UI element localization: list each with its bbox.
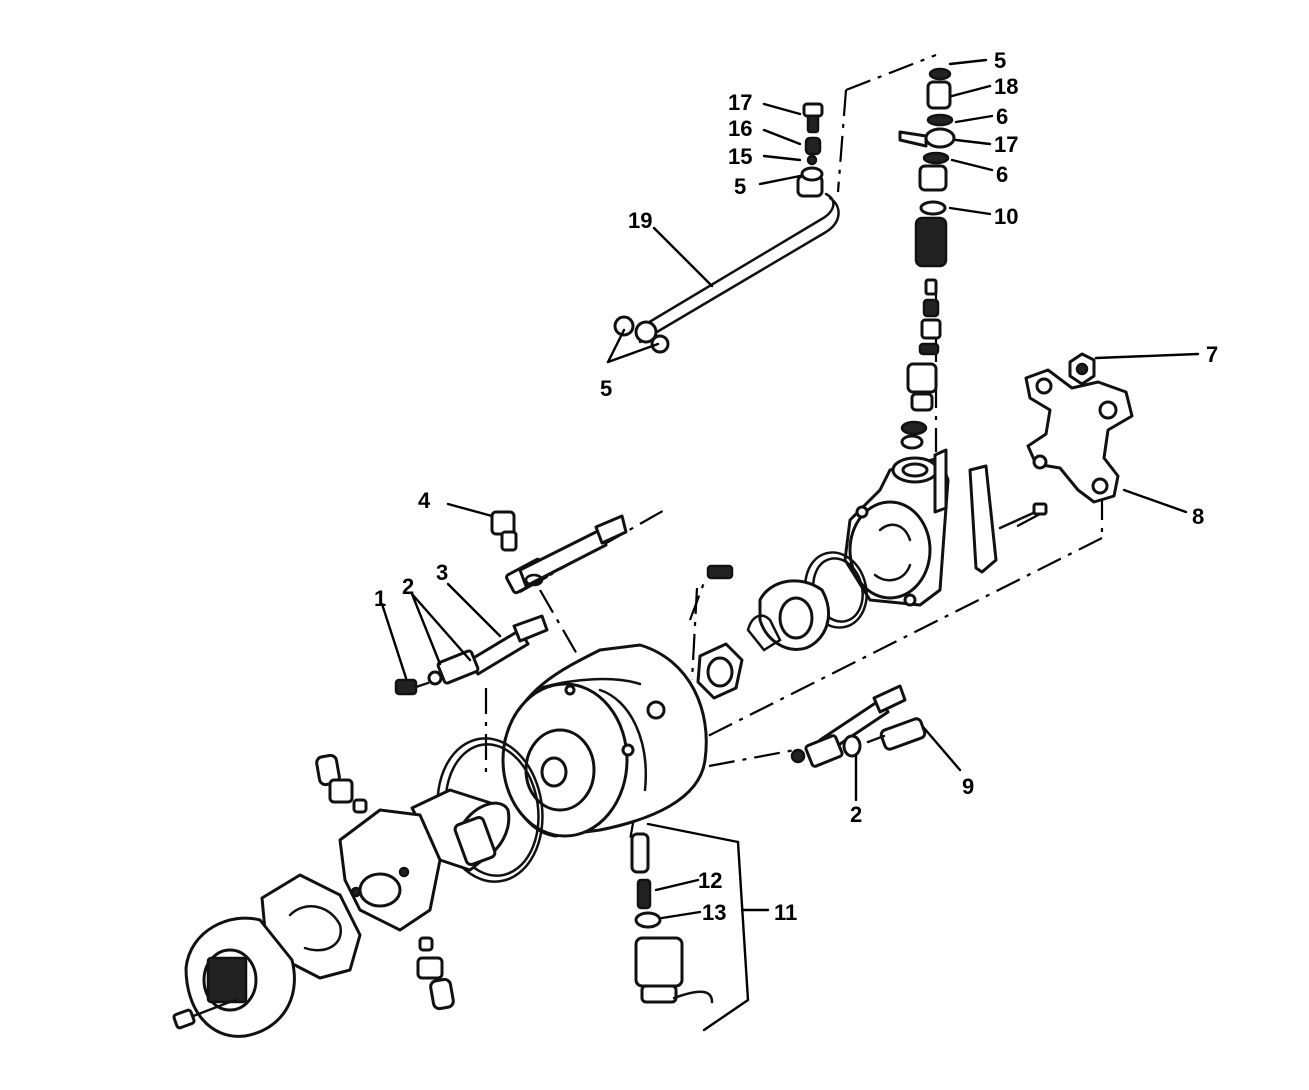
- callout-10: 10: [994, 204, 1018, 229]
- nut-fitting: [696, 642, 744, 700]
- pump-housing: [501, 643, 708, 838]
- valve-stack: [898, 67, 956, 450]
- callout-2-right: 2: [850, 802, 862, 827]
- callout-5-top: 5: [994, 48, 1006, 73]
- drive-hub: [184, 916, 296, 1038]
- plunger-pin: [630, 832, 650, 874]
- callout-6-upper: 6: [996, 104, 1008, 129]
- vertical-bracket: [968, 464, 998, 574]
- leader-lines: [380, 58, 1200, 1032]
- nut-7: [1068, 352, 1096, 386]
- switch-body-11: [634, 936, 714, 1004]
- callout-19: 19: [628, 208, 652, 233]
- callout-16: 17: [728, 90, 752, 115]
- small-stud: [998, 502, 1048, 530]
- end-cover-housing: [843, 448, 950, 607]
- callout-3: 3: [436, 560, 448, 585]
- screw-1: [394, 678, 430, 696]
- mounting-plate-8: [1024, 368, 1134, 504]
- cam-ring: [758, 579, 831, 651]
- callout-5-tube-end: 5: [600, 376, 612, 401]
- roller-pins: [315, 753, 455, 1011]
- callout-6-lower: 6: [996, 162, 1008, 187]
- callout-5-upper-left: 5: [734, 174, 746, 199]
- spring-clip: [746, 614, 782, 652]
- fitting-bolt-upper: [505, 514, 628, 595]
- callout-15: 16: [728, 116, 752, 141]
- connector-9: [866, 717, 927, 751]
- callout-11: 11: [774, 900, 797, 925]
- callout-14: 15: [728, 144, 752, 169]
- callout-13: 13: [702, 900, 726, 925]
- assembly-axis-lines: [484, 53, 1104, 841]
- washer-14: [806, 154, 818, 166]
- small-screw: [706, 564, 734, 580]
- screw-16: [802, 102, 824, 134]
- callout-1: 1: [374, 586, 386, 611]
- callout-12: 12: [698, 868, 722, 893]
- seal-5-top-left: [800, 166, 824, 182]
- callout-7: 7: [1206, 342, 1218, 367]
- callout-17: 17: [994, 132, 1018, 157]
- fuel-return-line-19: [613, 174, 840, 354]
- callout-4: 4: [418, 488, 431, 513]
- banjo-fitting-4: [490, 510, 518, 552]
- roller-carrier: [338, 808, 442, 932]
- washer-2-right: [842, 734, 862, 758]
- callout-9: 9: [962, 774, 974, 799]
- callout-labels: 17 16 15 5 19 5 5 18 6 17 6 10 7 8 4 3 2…: [374, 48, 1218, 925]
- o-ring-13: [634, 911, 662, 929]
- spring-15: [804, 136, 822, 156]
- rotor-cam-assembly: [410, 788, 511, 872]
- spring-12: [636, 878, 652, 910]
- callout-8: 8: [1192, 504, 1204, 529]
- callout-18: 18: [994, 74, 1018, 99]
- drive-bolt: [172, 998, 237, 1030]
- fitting-bolt-lower: [468, 614, 549, 676]
- fitting-bolt-right: [790, 684, 907, 768]
- callout-2-left: 2: [402, 574, 414, 599]
